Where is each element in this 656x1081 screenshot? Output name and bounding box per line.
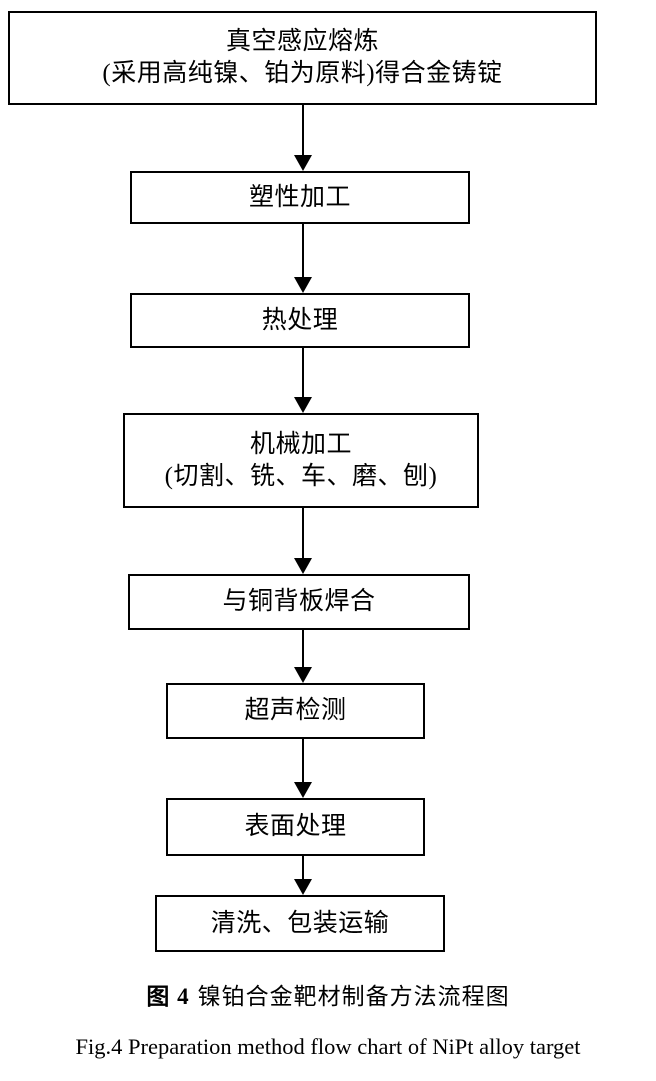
flow-node-machining[interactable]: 机械加工 (切割、铣、车、磨、刨): [123, 413, 479, 508]
arrow-head-icon: [294, 667, 312, 683]
figure-caption-chinese: 图 4 镍铂合金靶材制备方法流程图: [0, 977, 656, 1011]
arrow-head-icon: [294, 782, 312, 798]
flow-node-plastic-working[interactable]: 塑性加工: [130, 171, 470, 224]
flow-node-line: 超声检测: [244, 697, 347, 724]
flow-node-line: 机械加工: [249, 430, 352, 458]
arrow-stem: [302, 348, 304, 398]
arrow-stem: [302, 105, 304, 156]
arrow-stem: [302, 739, 304, 783]
flow-node-line: 真空感应熔炼: [225, 28, 379, 55]
arrow-stem: [302, 856, 304, 880]
flow-node-heat-treatment[interactable]: 热处理: [130, 293, 470, 348]
flow-node-line: 塑性加工: [248, 183, 351, 211]
arrow-head-icon: [294, 277, 312, 293]
figure-caption-english: Fig.4 Preparation method flow chart of N…: [75, 1034, 581, 1059]
flow-node-cleaning-packaging-transport[interactable]: 清洗、包装运输: [155, 895, 445, 952]
arrow-head-icon: [294, 155, 312, 171]
arrow-head-icon: [294, 558, 312, 574]
arrow-head-icon: [294, 397, 312, 413]
flow-node-surface-treatment[interactable]: 表面处理: [166, 798, 425, 856]
flow-node-vacuum-induction-melting[interactable]: 真空感应熔炼 (采用高纯镍、铂为原料)得合金铸锭: [8, 11, 597, 105]
figure-number-cn: 图 4: [146, 984, 190, 1009]
flow-node-line: 表面处理: [244, 813, 347, 840]
flow-node-line: (采用高纯镍、铂为原料)得合金铸锭: [102, 60, 503, 87]
flow-node-line: (切割、铣、车、磨、刨): [164, 462, 438, 490]
arrow-stem: [302, 224, 304, 278]
flow-node-line: 清洗、包装运输: [210, 909, 390, 937]
arrow-head-icon: [294, 879, 312, 895]
arrow-stem: [302, 630, 304, 668]
flow-node-line: 与铜背板焊合: [222, 588, 376, 615]
arrow-stem: [302, 508, 304, 559]
flow-node-line: 热处理: [261, 306, 339, 334]
figure-title-cn: 镍铂合金靶材制备方法流程图: [197, 984, 510, 1009]
flow-node-ultrasonic-testing[interactable]: 超声检测: [166, 683, 425, 739]
flow-node-bonding-to-copper-backing-plate[interactable]: 与铜背板焊合: [128, 574, 470, 630]
